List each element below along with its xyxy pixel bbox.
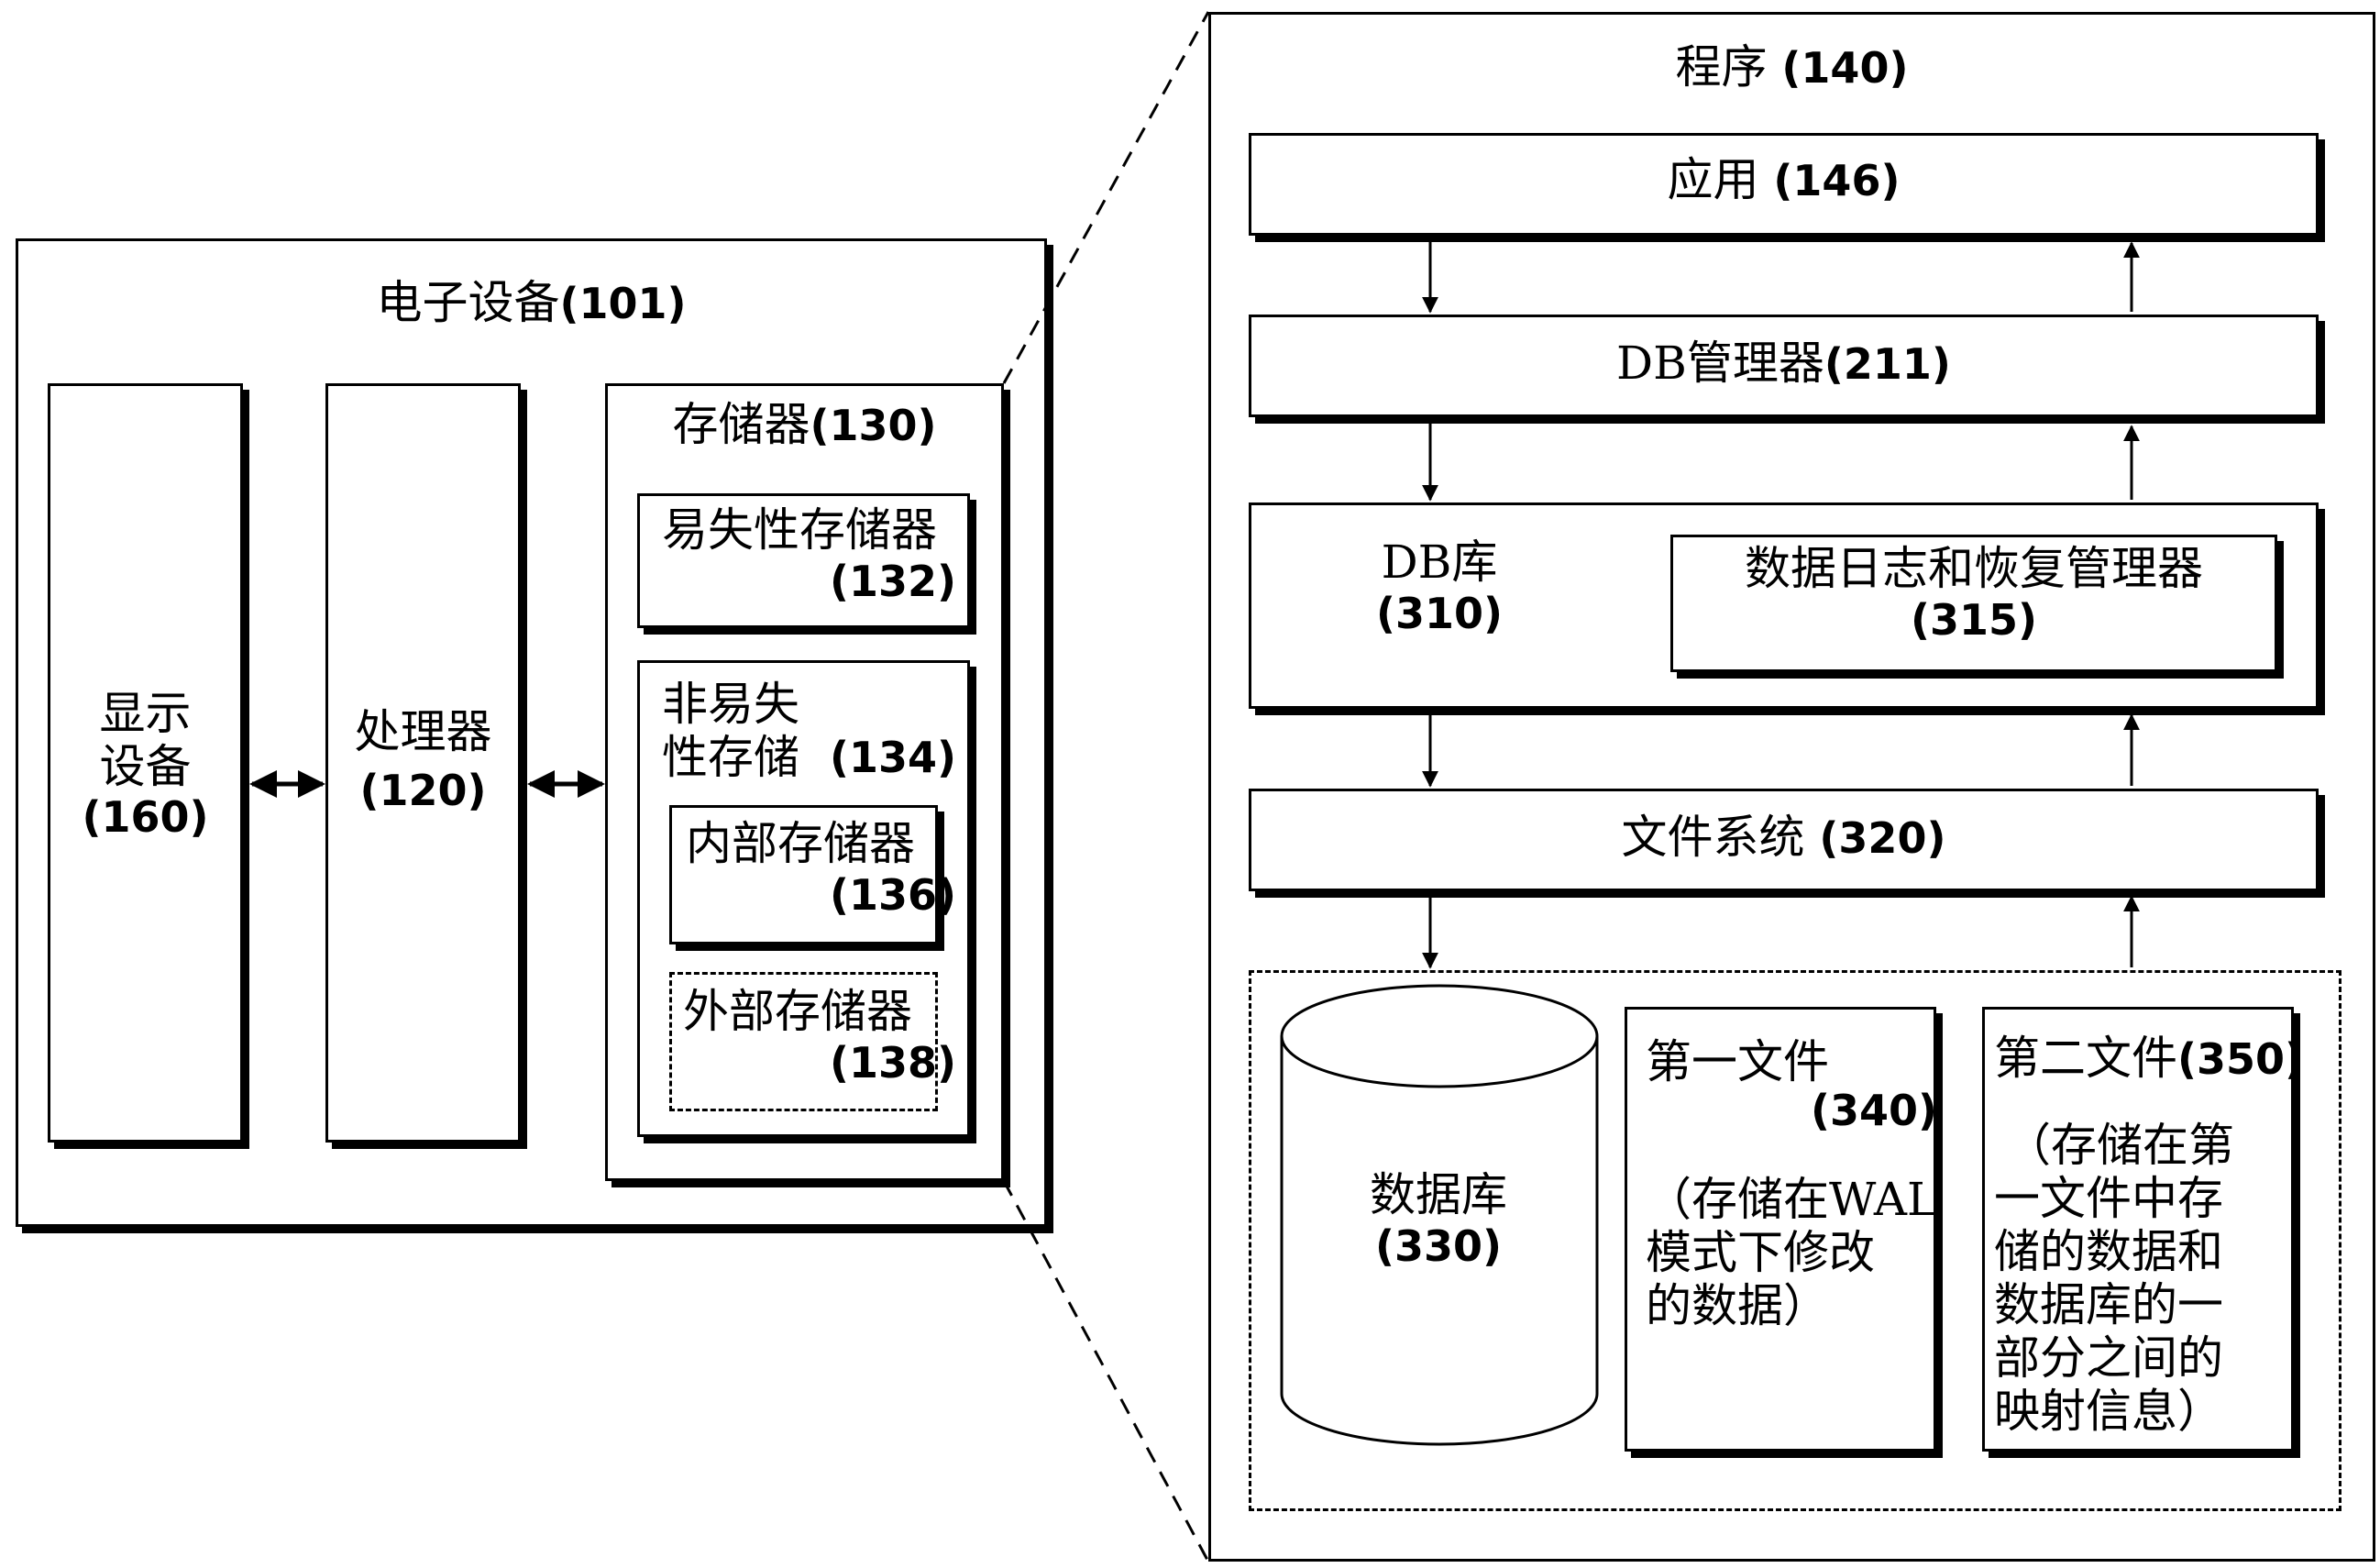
application-label: 应用 (1667, 153, 1759, 206)
display-device-label-line2: 设备 (99, 739, 192, 793)
second-file-title: 第二文件(350) (1994, 1032, 2294, 1086)
program-title: 程序 (140) (1208, 40, 2375, 94)
internal-memory-box (669, 805, 938, 944)
processor-box (325, 383, 521, 1143)
internal-memory-num: (136) (830, 870, 957, 920)
second-file-desc-2: 一文件中存 (1994, 1172, 2223, 1225)
nonvolatile-memory-num: (134) (830, 733, 957, 782)
nonvolatile-memory-label-line2: 性存储 (662, 731, 799, 784)
log-recovery-manager-box (1670, 535, 2277, 672)
volatile-memory-box (637, 493, 970, 628)
electronic-device-label: 电子设备 (376, 276, 560, 329)
program-label: 程序 (1675, 40, 1768, 94)
db-library-text: DB库 (310) (1375, 536, 1504, 637)
first-file-label: 第一文件 (1646, 1035, 1829, 1088)
application-text: 应用 (146) (1249, 153, 2319, 207)
db-manager-text: DB管理器(211) (1249, 337, 2319, 391)
second-file-num: (350) (2177, 1034, 2294, 1084)
second-file-box: 第二文件(350) （存储在第 一文件中存 储的数据和 数据库的一 部分之间的 … (1982, 1007, 2294, 1452)
display-device-label-line1: 显示 (99, 687, 192, 740)
storage-area-box (1249, 970, 2341, 1511)
database-num: (330) (1374, 1220, 1503, 1271)
first-file-desc-2: 模式下修改 (1646, 1226, 1875, 1279)
nonvolatile-memory-label-line1: 非易失 (662, 678, 799, 731)
display-device-num: (160) (82, 792, 209, 842)
file-system-text: 文件系统 (320) (1249, 811, 2319, 865)
application-box (1249, 133, 2319, 236)
second-file-desc-1: （存储在第 (2005, 1119, 2234, 1172)
db-library-label: DB库 (1381, 536, 1498, 589)
memory-num: (130) (810, 401, 937, 450)
external-memory-label: 外部存储器 (683, 985, 912, 1038)
first-file-desc-3: 的数据） (1646, 1279, 1829, 1332)
memory-label: 存储器 (672, 398, 810, 451)
electronic-device-num: (101) (559, 279, 687, 328)
second-file-desc-3: 储的数据和 (1994, 1225, 2223, 1278)
log-recovery-manager-label: 数据日志和恢复管理器 (1745, 542, 2203, 595)
database-label: 数据库 (1370, 1168, 1507, 1221)
db-manager-box (1249, 315, 2319, 417)
volatile-memory-num: (132) (830, 557, 957, 606)
electronic-device-title: 电子设备(101) (16, 276, 1047, 330)
memory-title: 存储器(130) (605, 398, 1004, 452)
display-device-text: 显示 设备 (160) (48, 687, 243, 842)
volatile-memory-label: 易失性存储器 (662, 503, 937, 557)
file-system-box (1249, 789, 2319, 891)
internal-memory-label: 内部存储器 (686, 817, 915, 870)
log-recovery-manager-text: 数据日志和恢复管理器 (315) (1670, 542, 2277, 645)
file-system-label: 文件系统 (1621, 811, 1805, 864)
db-manager-label: DB管理器 (1616, 337, 1824, 390)
display-device-box (48, 383, 243, 1143)
second-file-desc-6: 映射信息） (1994, 1385, 2223, 1438)
application-num: (146) (1773, 156, 1901, 205)
log-recovery-manager-num: (315) (1910, 594, 2038, 645)
processor-text: 处理器 (120) (325, 705, 521, 815)
first-file-box (1625, 1007, 1936, 1452)
processor-label: 处理器 (354, 705, 492, 758)
db-library-num: (310) (1375, 588, 1504, 638)
first-file-desc-1: （存储在WAL (1646, 1173, 1938, 1226)
zoom-connector-bottom (1002, 1180, 1210, 1562)
processor-num: (120) (359, 765, 487, 815)
second-file-desc-4: 数据库的一 (1994, 1278, 2223, 1331)
second-file-desc-5: 部分之间的 (1994, 1331, 2223, 1385)
second-file-label: 第二文件 (1994, 1032, 2177, 1085)
first-file-num: (340) (1811, 1086, 1938, 1135)
database-text: 数据库 (330) (1279, 1168, 1598, 1271)
file-system-num: (320) (1819, 813, 1946, 863)
db-manager-num: (211) (1824, 339, 1951, 389)
external-memory-box (669, 972, 938, 1111)
external-memory-num: (138) (830, 1038, 957, 1088)
program-num: (140) (1781, 43, 1909, 93)
